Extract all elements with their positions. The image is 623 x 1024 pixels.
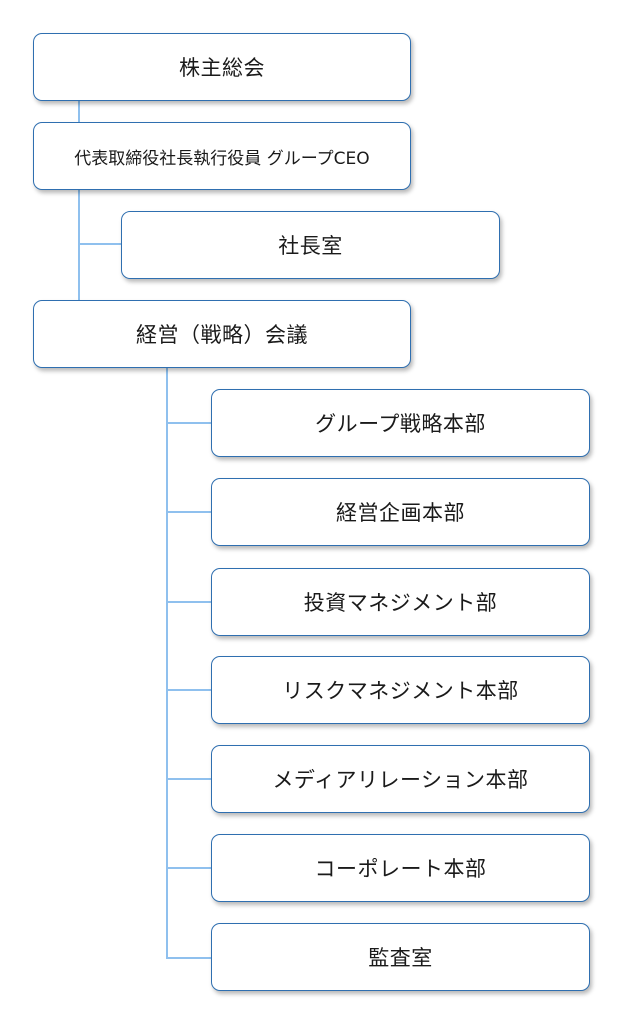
connector-dept-7 xyxy=(166,957,212,959)
connector-president-office xyxy=(78,243,123,245)
connector-dept-2 xyxy=(166,511,212,513)
node-department-audit-office: 監査室 xyxy=(211,923,590,991)
connector-dept-1 xyxy=(166,422,212,424)
connector-dept-5 xyxy=(166,778,212,780)
node-department-corporate: コーポレート本部 xyxy=(211,834,590,902)
connector-dept-6 xyxy=(166,867,212,869)
connector-dept-4 xyxy=(166,689,212,691)
node-department-risk-management: リスクマネジメント本部 xyxy=(211,656,590,724)
node-department-corporate-planning: 経営企画本部 xyxy=(211,478,590,546)
node-department-group-strategy: グループ戦略本部 xyxy=(211,389,590,457)
node-shareholders-meeting: 株主総会 xyxy=(33,33,411,101)
connector-main-trunk xyxy=(78,100,80,300)
node-president-office: 社長室 xyxy=(121,211,500,279)
node-department-investment-management: 投資マネジメント部 xyxy=(211,568,590,636)
node-department-media-relations: メディアリレーション本部 xyxy=(211,745,590,813)
node-ceo: 代表取締役社長執行役員 グループCEO xyxy=(33,122,411,190)
node-management-meeting: 経営（戦略）会議 xyxy=(33,300,411,368)
connector-dept-3 xyxy=(166,601,212,603)
connector-department-trunk xyxy=(166,367,168,958)
